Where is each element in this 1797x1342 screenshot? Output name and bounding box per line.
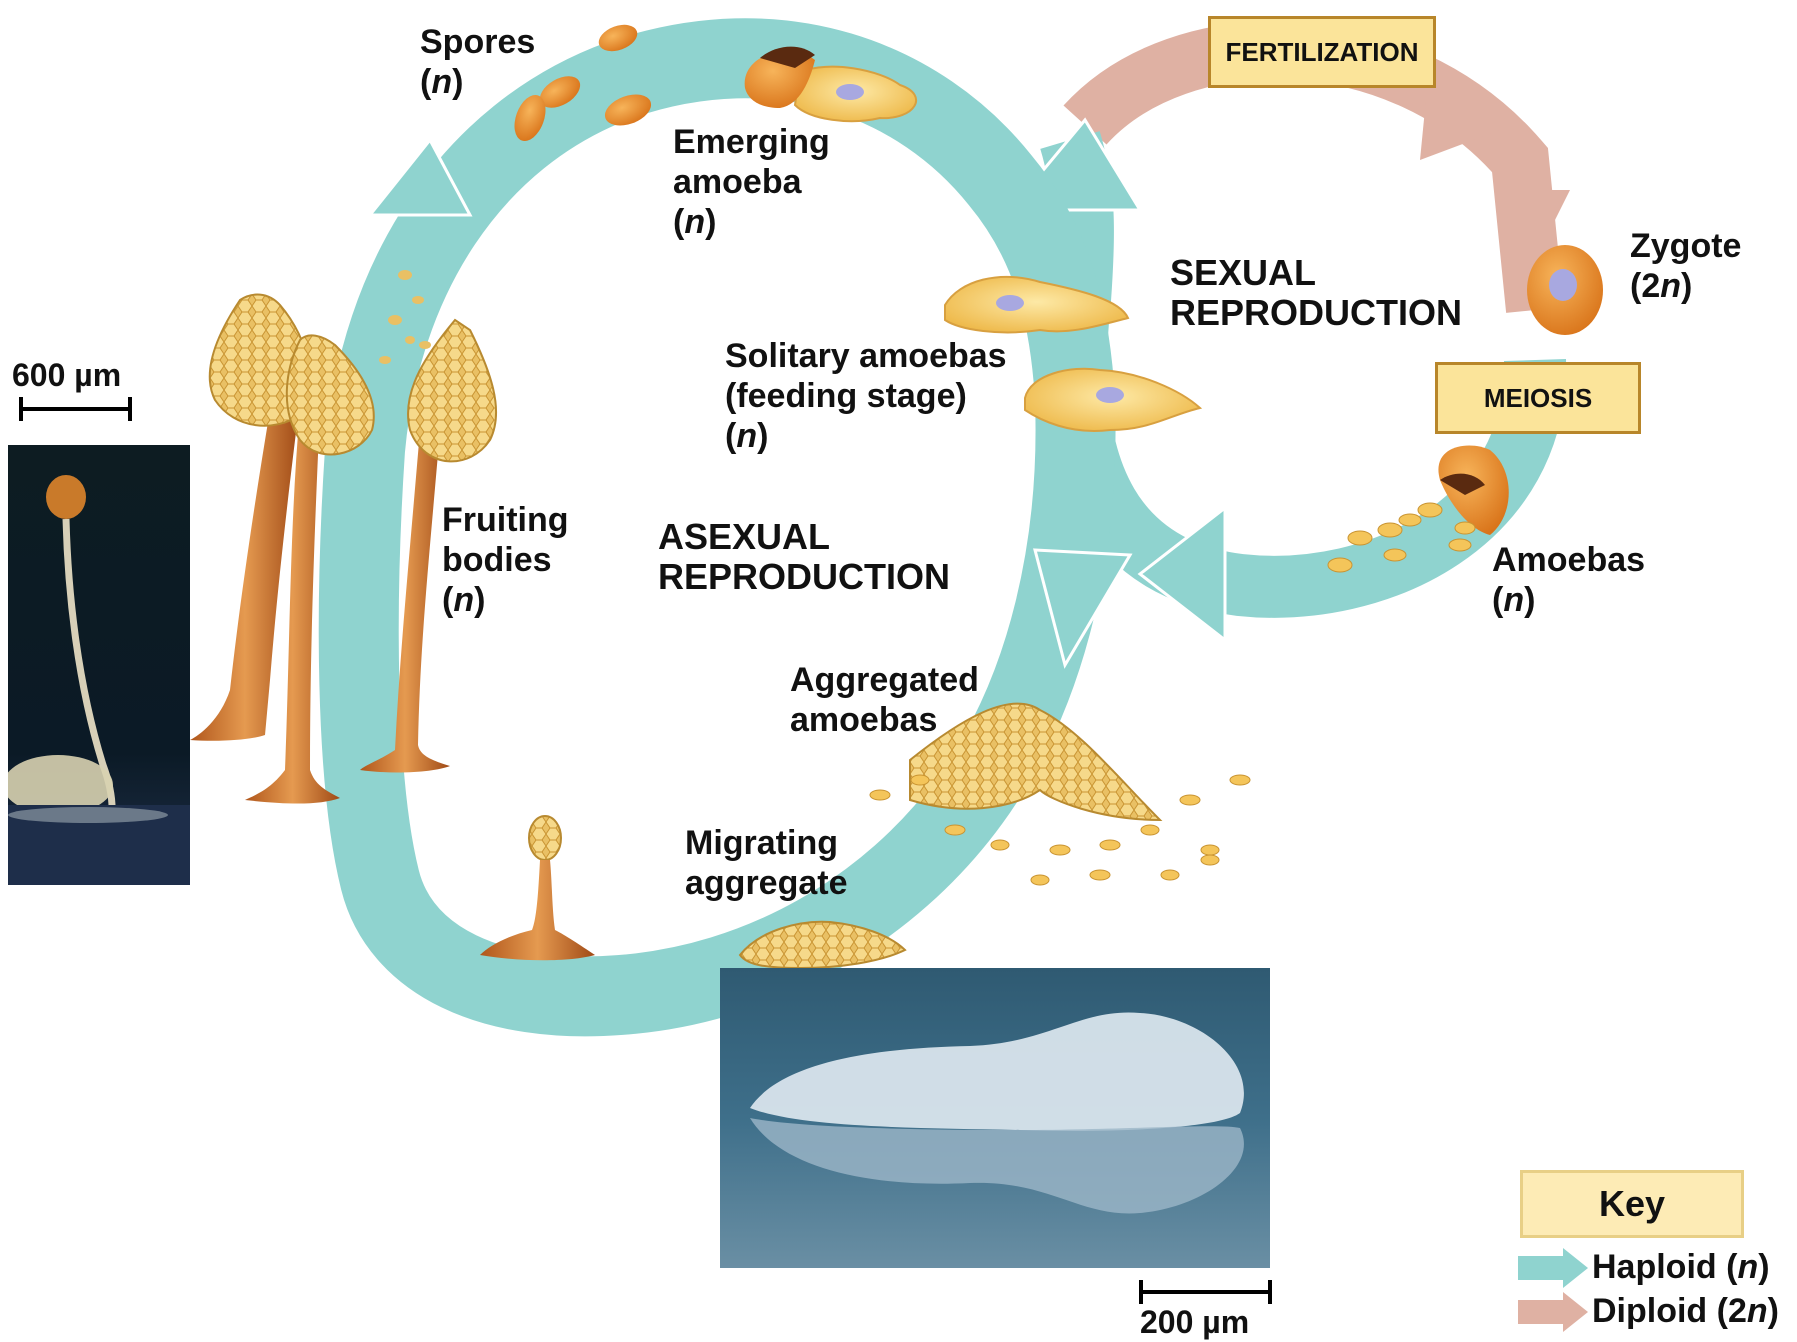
zygote-label: Zygote (2n) <box>1630 226 1741 306</box>
aggregated-amoebas-label: Aggregated amoebas <box>790 660 979 740</box>
scale-bar-600 <box>18 395 133 423</box>
sexual-reproduction-label: SEXUAL REPRODUCTION <box>1170 253 1462 333</box>
spores-label: Spores (n) <box>420 22 535 102</box>
solitary-amoebas-label: Solitary amoebas (feeding stage) (n) <box>725 336 1007 456</box>
fruiting-body-photo <box>8 445 190 885</box>
haploid-key-arrow-icon <box>1518 1248 1588 1288</box>
zygote-illustration <box>1527 245 1603 335</box>
key-title: Key <box>1520 1170 1744 1238</box>
amoebas-label: Amoebas (n) <box>1492 540 1645 620</box>
migrating-aggregate-label: Migrating aggregate <box>685 823 848 903</box>
meiosis-box: MEIOSIS <box>1435 362 1641 434</box>
fruiting-bodies-label: Fruiting bodies (n) <box>442 500 569 620</box>
diploid-key-label: Diploid (2n) <box>1592 1291 1779 1331</box>
fertilization-box: FERTILIZATION <box>1208 16 1436 88</box>
migrating-aggregate-photo <box>720 968 1270 1268</box>
culminating-fruiting-body-illustration <box>480 816 595 960</box>
diploid-key-arrow-icon <box>1518 1292 1588 1332</box>
scale-bar-200-label: 200 µm <box>1140 1302 1249 1342</box>
scale-bar-600-label: 600 µm <box>12 355 121 395</box>
asexual-reproduction-label: ASEXUAL REPRODUCTION <box>658 517 950 597</box>
emerging-amoeba-label: Emerging amoeba (n) <box>673 122 830 242</box>
haploid-key-label: Haploid (n) <box>1592 1247 1770 1287</box>
